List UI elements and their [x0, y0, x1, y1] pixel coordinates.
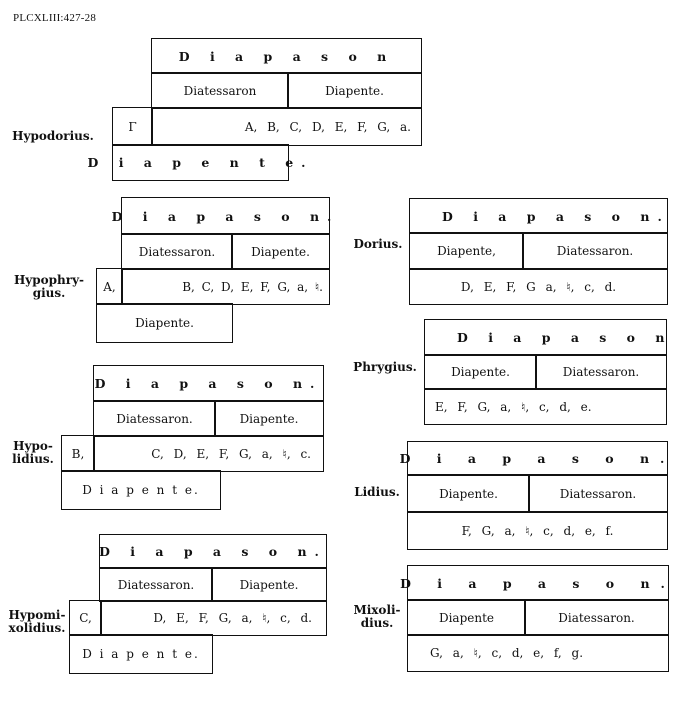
mode-label-line: Hypophry- [13, 273, 85, 287]
lower-diapente-cell: D i a p e n t e. [69, 634, 213, 674]
mode-label-line: xolidius. [8, 621, 66, 635]
lower-diapente-cell: D i a p e n t e. [61, 470, 221, 510]
mode-label: Hypodorius. [10, 130, 96, 143]
mode-label-line: Hypodorius. [12, 129, 94, 143]
diapente-cell: Diapente. [214, 400, 324, 437]
diatessaron-cell: Diatessaron. [522, 232, 668, 270]
lead-note-cell: A, [96, 268, 123, 305]
diatessaron-cell: Diatessaron. [524, 599, 669, 636]
diapason-cell: D i a p a s o n. [400, 565, 669, 601]
mode-label: Phrygius. [348, 361, 422, 374]
diatessaron-cell: Diatessaron. [528, 474, 668, 513]
lead-note-cell: B, [61, 435, 95, 472]
notes-cell: G, a, ♮, c, d, e, f, g. [407, 634, 669, 672]
diapente-cell: Diapente. [424, 354, 537, 390]
mode-label: Hypomi- xolidius. [4, 609, 70, 635]
diatessaron-cell: Diatessaron. [121, 233, 233, 270]
diapason-cell: D i a p a s o n [151, 38, 422, 74]
diatessaron-cell: Diatessaron. [99, 567, 213, 602]
notes-cell: B, C, D, E, F, G, a, ♮. [121, 268, 330, 305]
diapente-cell: Diapente. [407, 474, 530, 513]
diapente-cell: Diapente. [231, 233, 330, 270]
mode-label: Lidius. [348, 486, 406, 499]
diapente-cell: Diapente. [211, 567, 327, 602]
notes-cell: F, G, a, ♮, c, d, e, f. [407, 511, 668, 550]
mode-label-line: Hypomi- [8, 608, 66, 622]
diapente-cell: Diapente, [409, 232, 524, 270]
diatessaron-cell: Diatessaron [151, 72, 289, 109]
notes-cell: E, F, G, a, ♮, c, d, e. [424, 388, 667, 425]
diapente-cell: Diapente. [287, 72, 422, 109]
diapason-cell: D i a p a s o n. [400, 441, 668, 476]
diapason-cell: D i a p a s o n. [112, 197, 331, 235]
diatessaron-cell: Diatessaron. [535, 354, 667, 390]
mode-label-line: Mixoli- [353, 603, 401, 617]
mode-label-line: Phrygius. [353, 360, 417, 374]
lead-note-cell: Γ [112, 107, 153, 146]
lower-diapente-cell: D i a p e n t e. [88, 144, 306, 181]
diapente-cell: Diapente [407, 599, 526, 636]
notes-cell: A, B, C, D, E, F, G, a. [151, 107, 422, 146]
diapason-cell: D i a p a s o n. [93, 365, 324, 402]
mode-label: Hypophry- gius. [6, 274, 92, 300]
notes-cell: D, E, F, G a, ♮, c, d. [409, 268, 668, 305]
mode-label-line: dius. [360, 616, 394, 630]
mode-label-line: lidius. [12, 452, 54, 466]
mode-label-line: gius. [32, 286, 66, 300]
mode-label-line: Hypo- [13, 439, 53, 453]
mode-label-line: Dorius. [353, 237, 403, 251]
mode-label: Mixoli- dius. [348, 604, 406, 630]
diapason-cell: D i a p a s o n. [99, 534, 327, 569]
lower-diapente-cell: Diapente. [96, 303, 233, 343]
mode-label-line: Lidius. [354, 485, 400, 499]
notes-cell: D, E, F, G, a, ♮, c, d. [100, 600, 327, 636]
notes-cell: C, D, E, F, G, a, ♮, c. [93, 435, 324, 472]
plate-reference: PLCXLIII:427-28 [13, 12, 97, 24]
diapason-cell: D i a p a s o n. [409, 198, 668, 234]
mode-label: Hypo- lidius. [6, 440, 60, 466]
diatessaron-cell: Diatessaron. [93, 400, 216, 437]
lead-note-cell: C, [69, 600, 102, 636]
mode-label: Dorius. [350, 238, 406, 251]
diapason-cell: D i a p a s o n [424, 319, 667, 356]
